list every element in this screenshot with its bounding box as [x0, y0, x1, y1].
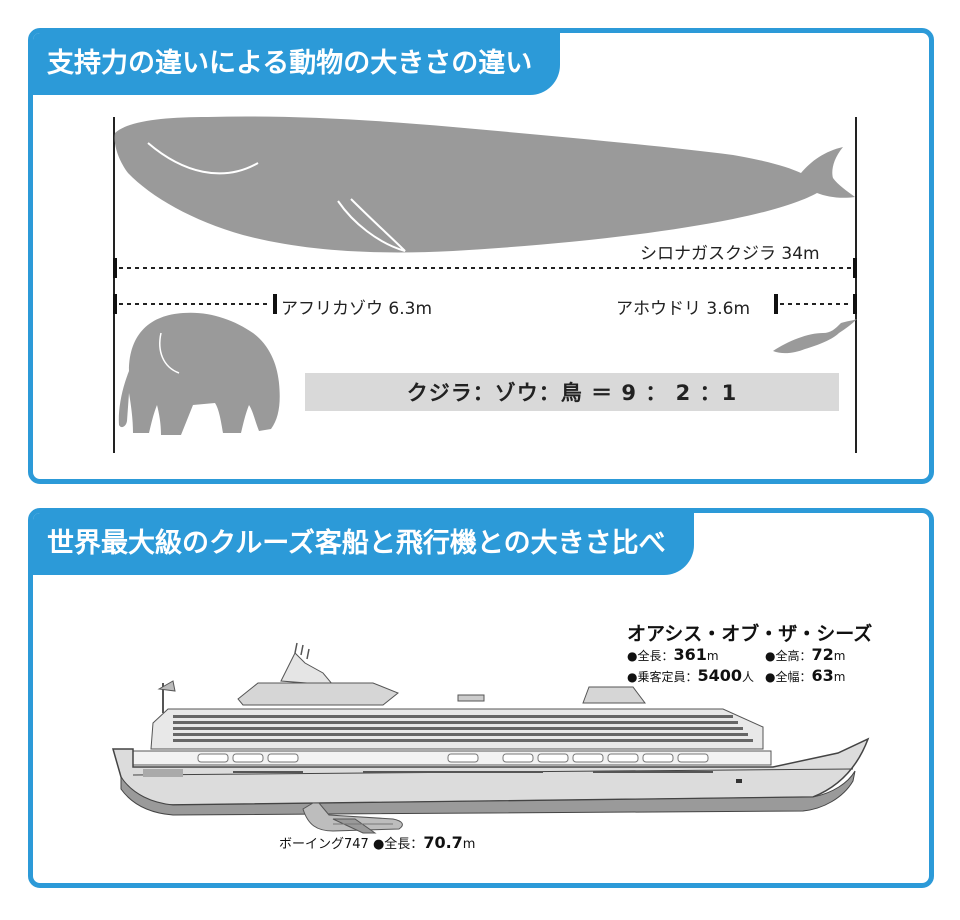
ship-comparison-graphic: [112, 642, 870, 834]
animal-comparison-graphic: [113, 116, 857, 453]
boeing-747-icon: [302, 802, 403, 834]
ship-name: オアシス・オブ・ザ・シーズ: [627, 623, 873, 645]
elephant-icon: [118, 312, 280, 435]
ratio-text: クジラ：ゾウ：鳥 ＝ 9 ： 2 ：1: [406, 381, 738, 405]
plane-spec: ボーイング747 ●全長：70.7m: [279, 833, 476, 852]
ship-width-spec: ●全幅：63m: [765, 666, 846, 685]
elephant-size-label: アフリカゾウ 6.3m: [281, 299, 432, 319]
whale-icon: [114, 116, 855, 253]
ship-height-spec: ●全高：72m: [765, 645, 846, 664]
plane-name: ボーイング747: [279, 837, 369, 852]
bird-size-label: アホウドリ 3.6m: [616, 299, 750, 319]
ship-passengers-spec: ●乗客定員：5400人: [627, 666, 755, 685]
ship-length-spec: ●全長：361m: [627, 645, 719, 664]
animal-size-panel: 支持力の違いによる動物の大きさの違い シロナ: [28, 28, 934, 484]
panel-title: 世界最大級のクルーズ客船と飛行機との大きさ比べ: [33, 513, 694, 575]
ratio-box: クジラ：ゾウ：鳥 ＝ 9 ： 2 ：1: [305, 373, 839, 411]
ship-plane-panel: 世界最大級のクルーズ客船と飛行機との大きさ比べ: [28, 508, 934, 888]
cruise-ship-icon: [112, 642, 870, 816]
albatross-icon: [773, 319, 857, 354]
panel-title: 支持力の違いによる動物の大きさの違い: [33, 33, 561, 95]
whale-size-label: シロナガスクジラ 34m: [640, 244, 820, 264]
